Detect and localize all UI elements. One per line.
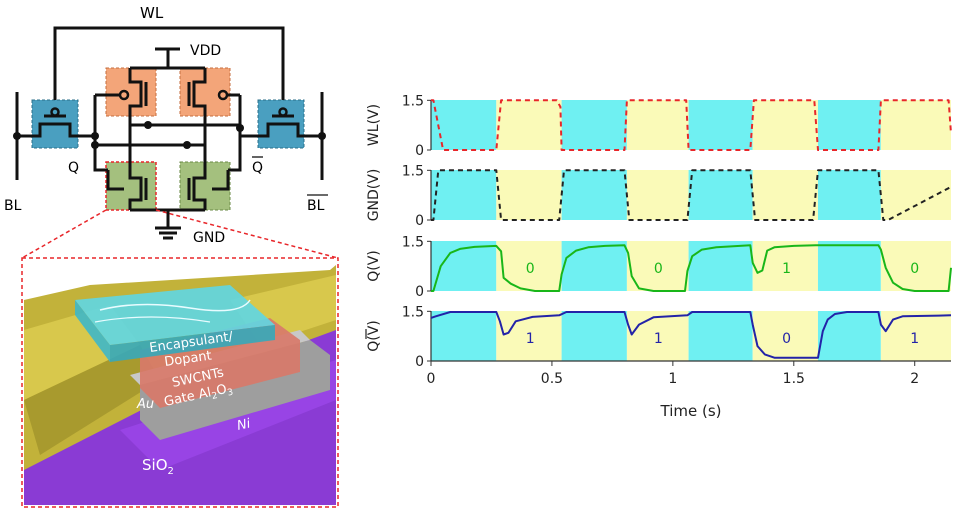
access-right-gate-bubble [278, 107, 288, 117]
dopant-label: Dopant [163, 348, 212, 369]
series-line [431, 169, 952, 221]
panel-2: 0 1.5Q(V) 0 0 1 0 [366, 234, 952, 300]
y-tick-label: 1.5 [402, 234, 424, 250]
circuit-wires [15, 26, 324, 240]
x-tick-label: 0.5 [541, 371, 563, 387]
state-label: 1 [526, 331, 535, 347]
segment-bg-6 [817, 100, 881, 150]
panel-1: 0 1.5 GND(V) [366, 163, 952, 229]
segment-bg-6 [817, 311, 881, 361]
y-tick-label: 1.5 [402, 304, 424, 320]
y-axis-label: WL(V) [366, 104, 382, 146]
state-label: 0 [782, 331, 791, 347]
segment-bg-0 [431, 311, 497, 361]
segment-bg-3 [626, 170, 689, 220]
segment-bg-4 [688, 311, 753, 361]
segment-bg-6 [817, 241, 881, 291]
series-line [431, 99, 952, 151]
x-tick-label: 0 [427, 371, 436, 387]
device-callout-frame [21, 257, 339, 508]
segment-bg-3 [626, 100, 689, 150]
segment-bg-4 [688, 241, 753, 291]
state-label: 1 [910, 331, 919, 347]
segment-bg-2 [561, 241, 627, 291]
segment-bg-3 [626, 241, 689, 291]
segment-bg-5 [752, 100, 818, 150]
zoom-line-left [21, 209, 107, 259]
pullup-right-gate-bubble [217, 89, 229, 101]
blbar-label: BL [307, 198, 325, 214]
circuit-junctions [13, 121, 326, 149]
state-label: 0 [654, 261, 663, 277]
x-tick-label: 1 [668, 371, 677, 387]
device-3d-illustration: Encapsulant/ Dopant SWCNTs Gate Al2O3 Au… [21, 257, 339, 508]
state-label: 1 [782, 261, 791, 277]
y-tick-label: 1.5 [402, 93, 424, 109]
segment-bg-0 [431, 170, 497, 220]
access-left-gate-bubble [50, 107, 60, 117]
segment-bg-1 [496, 311, 562, 361]
segment-bg-2 [561, 311, 627, 361]
encapsulant-layer [75, 285, 275, 345]
y-axis-label: Q(V) [366, 250, 382, 282]
segment-bg-7 [880, 100, 951, 150]
sram-circuit-schematic: WL VDD GND Q Q BL BL [4, 4, 328, 246]
segment-bg-1 [496, 100, 562, 150]
segment-bg-2 [561, 170, 627, 220]
sio2-label: SiO2 [142, 456, 174, 477]
y-tick-label: 0 [415, 354, 424, 370]
bl-label: BL [4, 198, 22, 214]
x-tick-label: 2 [910, 371, 919, 387]
wl-label: WL [140, 4, 164, 22]
y-tick-label: 1.5 [402, 163, 424, 179]
series-line [431, 244, 952, 292]
ni-label: Ni [236, 416, 253, 434]
segment-bg-6 [817, 170, 881, 220]
x-axis-label: Time (s) [660, 402, 722, 420]
panel-3: 0 1.5Q(V) 1 1 0 1 [365, 304, 952, 370]
y-tick-label: 0 [415, 143, 424, 159]
segment-bg-4 [688, 100, 753, 150]
segment-bg-7 [880, 170, 951, 220]
segment-bg-1 [496, 241, 562, 291]
zoom-line-right [155, 209, 339, 259]
segment-bg-4 [688, 170, 753, 220]
segment-bg-3 [626, 311, 689, 361]
segment-bg-2 [561, 100, 627, 150]
panel-0: 0 1.5WL(V) [366, 93, 952, 159]
state-label: 0 [526, 261, 535, 277]
y-tick-label: 0 [415, 284, 424, 300]
segment-bg-0 [431, 100, 497, 150]
y-axis-label: Q(V) [366, 320, 382, 352]
state-label: 1 [654, 331, 663, 347]
pullup-left-gate-bubble [118, 89, 130, 101]
au-label: Au [136, 397, 154, 412]
x-tick-label: 1.5 [783, 371, 805, 387]
y-axis-label: GND(V) [366, 169, 382, 222]
q-node-label: Q [68, 160, 79, 176]
qbar-node-label: Q [252, 160, 263, 176]
segment-bg-1 [496, 170, 562, 220]
series-line [430, 311, 952, 359]
vdd-label: VDD [190, 43, 221, 59]
y-tick-label: 0 [415, 213, 424, 229]
segment-bg-5 [752, 170, 818, 220]
state-label: 0 [910, 261, 919, 277]
gnd-label: GND [193, 230, 225, 246]
